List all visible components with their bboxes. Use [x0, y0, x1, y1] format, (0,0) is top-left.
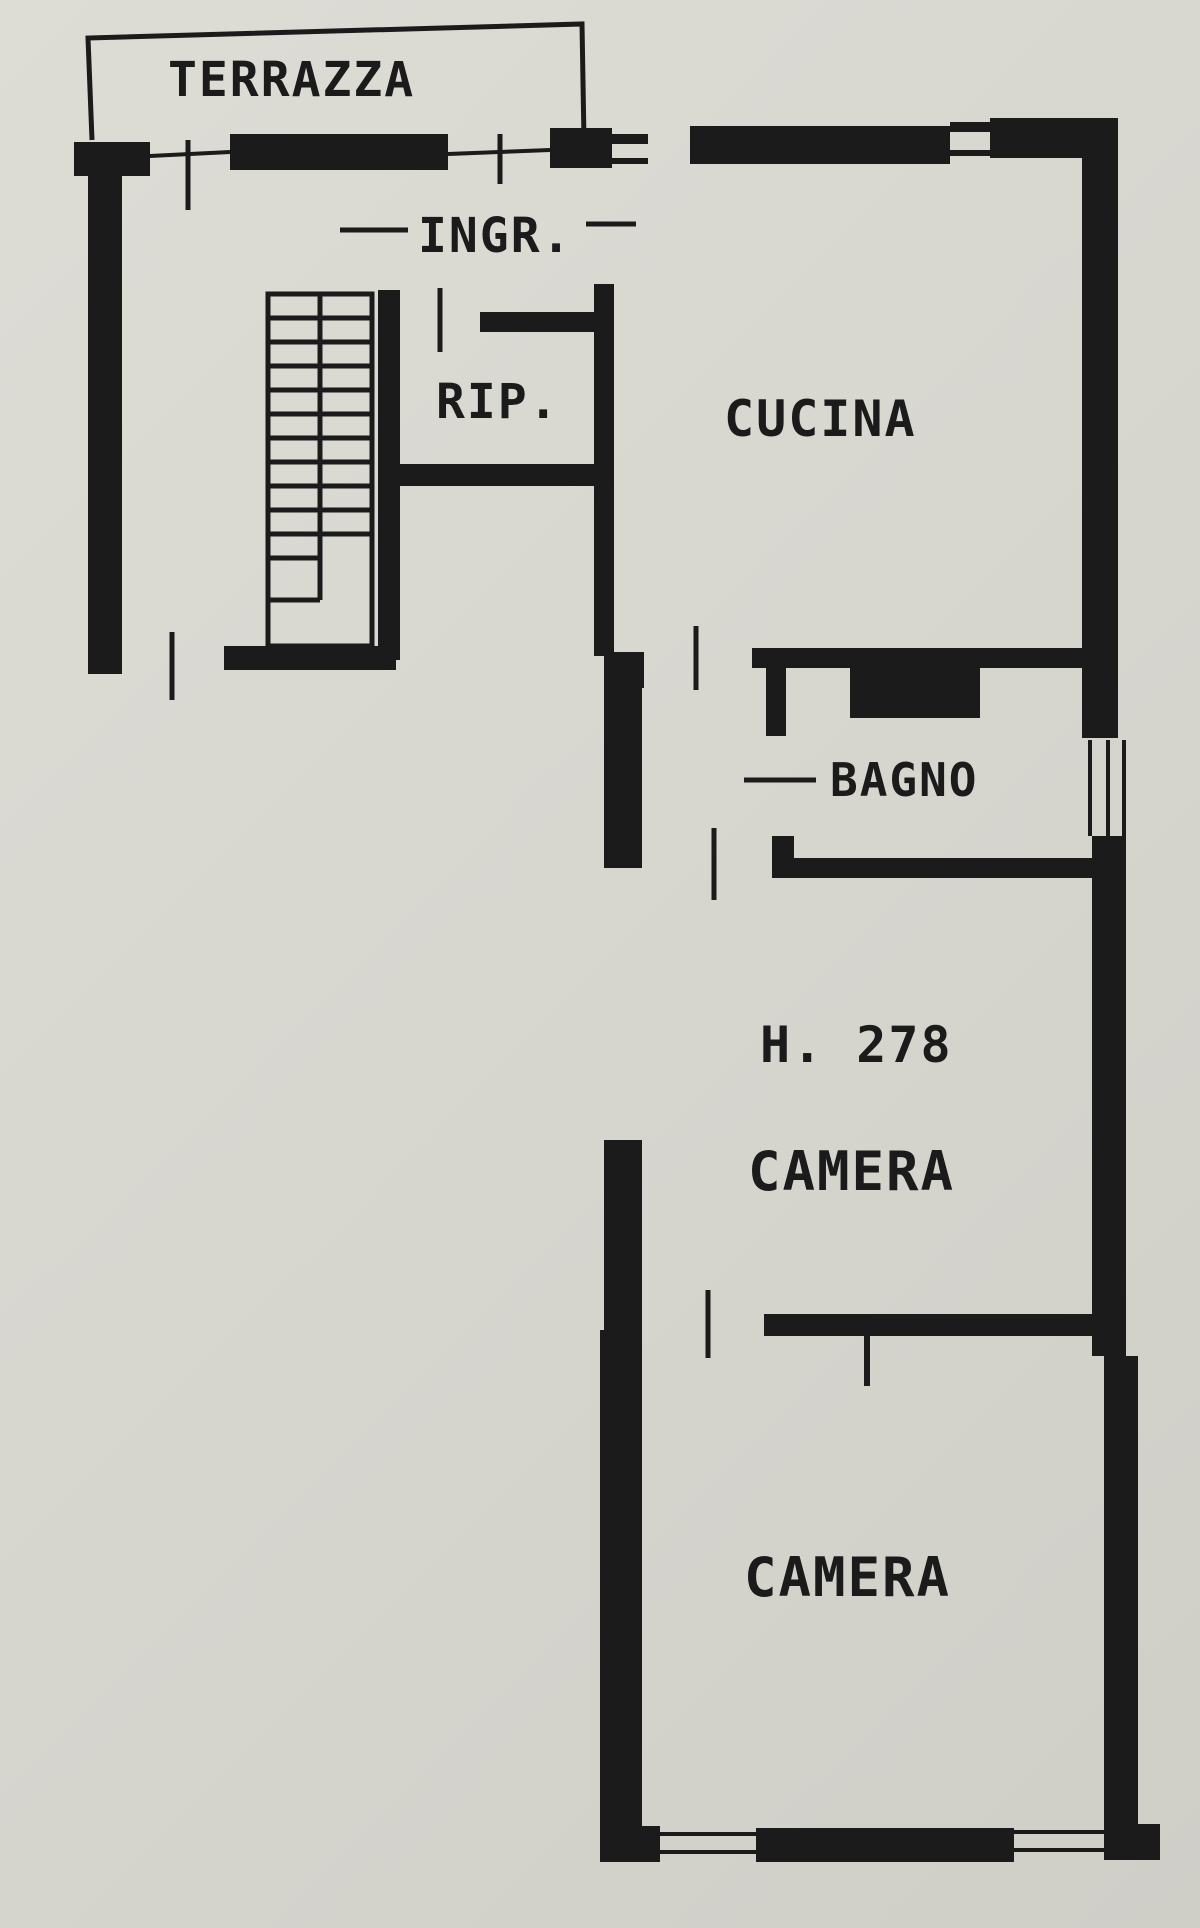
terrace-outline — [85, 21, 587, 141]
staircase — [265, 291, 375, 649]
window-lines — [149, 148, 1126, 1854]
label-ceiling-height: H. 278 — [760, 1016, 953, 1074]
label-entrance: INGR. — [418, 208, 573, 264]
walls — [74, 118, 1160, 1862]
label-terrace: TERRAZZA — [168, 52, 415, 108]
door-marks — [169, 134, 816, 1358]
label-bedroom-2: CAMERA — [744, 1546, 951, 1609]
label-bedroom-1: CAMERA — [748, 1140, 955, 1203]
label-bathroom: BAGNO — [830, 753, 978, 807]
label-storage: RIP. — [436, 374, 560, 430]
label-kitchen: CUCINA — [724, 390, 917, 448]
